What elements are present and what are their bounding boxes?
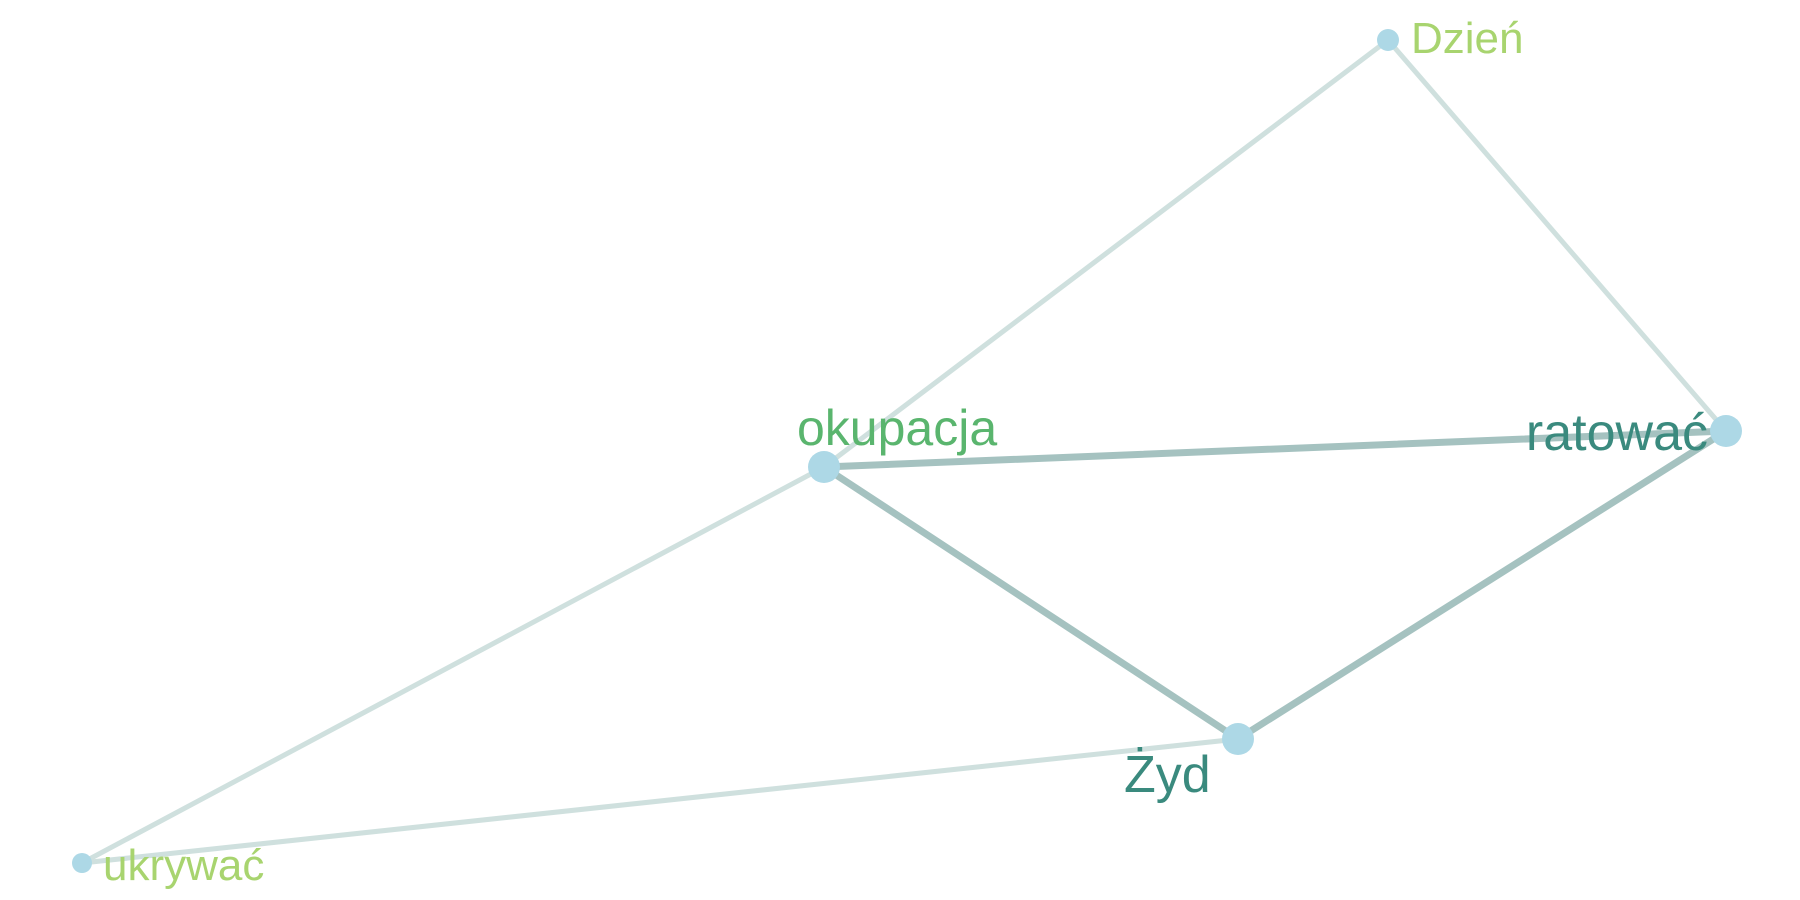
node-okupacja[interactable] [808,451,840,483]
node-ratowac[interactable] [1710,415,1742,447]
edge-dzien-ratowac [1385,37,1729,434]
edge-okupacja-zyd [820,463,1242,743]
node-label-dzien: Dzień [1411,14,1524,63]
node-label-ratowac: ratować [1526,404,1708,462]
edge-ukrywac-zyd [79,736,1241,866]
node-label-okupacja: okupacja [797,400,997,456]
edge-okupacja-ukrywac [79,464,827,866]
labels-layer: Dzień okupacja ratować Żyd ukrywać [103,14,1708,890]
edge-zyd-ratowac [1234,427,1730,743]
edge-okupacja-ratowac [820,427,1730,471]
node-ukrywac[interactable] [72,853,92,873]
edge-okupacja-dzien [821,37,1391,470]
node-zyd[interactable] [1222,723,1254,755]
node-label-ukrywac: ukrywać [103,841,264,890]
edges-layer [79,37,1730,866]
node-label-zyd: Żyd [1124,746,1211,804]
nodes-layer [72,29,1742,873]
node-dzien[interactable] [1377,29,1399,51]
